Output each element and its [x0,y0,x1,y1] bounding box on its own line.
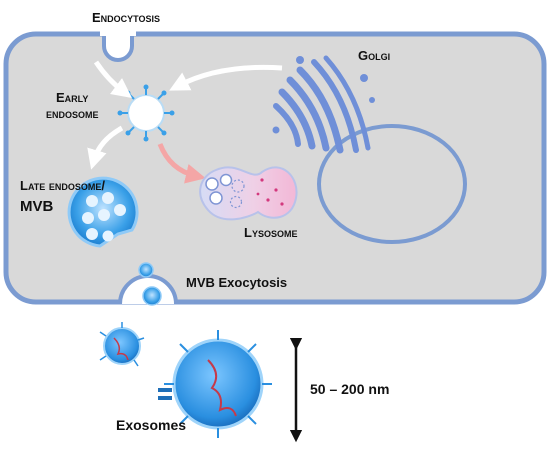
exosomes-label: Exosomes [116,417,186,433]
endocytosis-vesicle [100,28,136,62]
size-range-label: 50 – 200 nm [310,381,389,397]
early-endosome [117,84,175,142]
small-exosome [99,322,145,367]
lysosome-label: Lysosome [244,225,297,240]
late-endosome-mvb [67,176,139,248]
golgi-apparatus [272,55,375,154]
arrow-endocytosis-to-early-endosome [93,60,132,99]
mvb-exocytosis-pit [118,262,178,306]
early-endosome-label-line1: Early [56,90,88,105]
late-endosome-label-line1: Late endosome/ [20,178,105,193]
nucleus [317,124,467,244]
mvb-exocytosis-label: MVB Exocytosis [186,275,287,290]
arrow-early-to-late-endosome [87,125,124,170]
arrow-golgi-to-early-endosome [169,64,283,91]
golgi-label: Golgi [358,48,390,63]
early-endosome-label-line2: endosome [46,106,99,121]
lysosome [199,166,298,221]
arrow-early-endosome-to-lysosome [157,143,206,184]
endocytosis-label: Endocytosis [92,10,160,25]
late-endosome-label-line2: MVB [20,198,54,215]
large-exosome [158,330,272,438]
